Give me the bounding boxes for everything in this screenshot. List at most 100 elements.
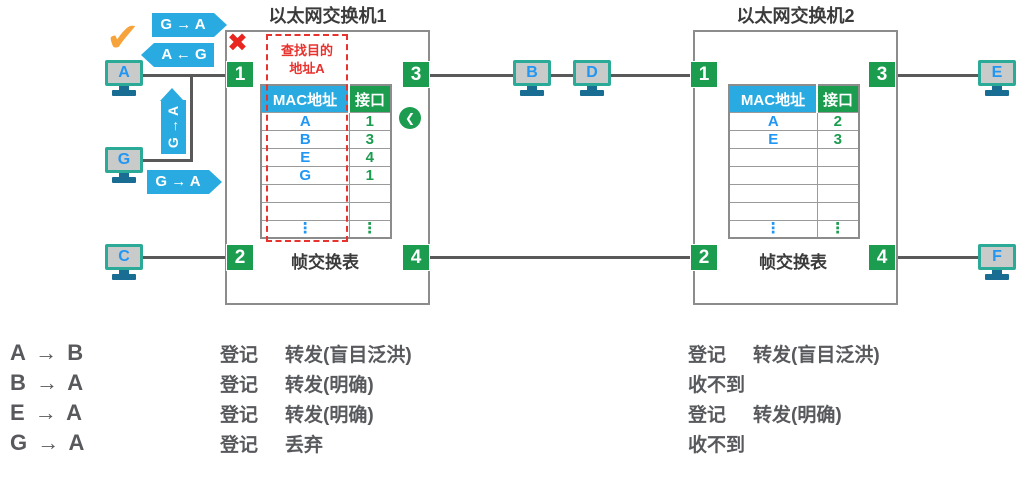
monitor-stand: [992, 86, 1002, 90]
check-icon: ✔: [106, 16, 140, 60]
host-e-label: E: [978, 60, 1016, 86]
host-g: G: [105, 147, 143, 183]
switch2-port-4: 4: [868, 244, 896, 271]
link-hostc-switch1-port2: [140, 256, 228, 259]
table-row: [260, 184, 392, 203]
switch1-result: 登记转发(明确): [220, 375, 374, 396]
table-row: [260, 202, 392, 221]
result-row: G → A 登记丢弃 收不到: [0, 430, 1031, 456]
arrowhead-left-icon: [141, 43, 154, 67]
switch2-port-2: 2: [690, 244, 718, 271]
switch1-port-3: 3: [402, 61, 430, 88]
monitor-stand: [992, 270, 1002, 274]
host-a: A: [105, 60, 143, 96]
host-f-label: F: [978, 244, 1016, 270]
host-e: E: [978, 60, 1016, 96]
result-row: A → B 登记转发(盲目泛洪) 登记转发(盲目泛洪): [0, 340, 1031, 366]
table-row: [728, 148, 860, 167]
host-d-label: D: [573, 60, 611, 86]
link-switch1-port3-switch2-port1: [429, 74, 694, 77]
switch1-port-1: 1: [226, 61, 254, 88]
link-switch2-port4-hostf: [896, 256, 980, 259]
frame-label: G → A: [165, 105, 182, 149]
flow-g-to-a: G → A: [10, 430, 87, 455]
switch2-result: 登记转发(明确): [688, 405, 842, 426]
monitor-base: [985, 90, 1009, 96]
switch1-result: 登记丢弃: [220, 435, 324, 456]
switch1-mac-column-header: MAC地址: [261, 85, 350, 113]
frame-label: G → A: [152, 13, 214, 37]
lookup-note-line2: 地址A: [289, 60, 325, 76]
lookup-pointer-icon: ❮: [399, 107, 421, 129]
link-hosta-switch1-port1: [140, 74, 228, 77]
cross-icon: ✖: [227, 29, 248, 57]
frame-g-to-a-into-switch-arrow: G → A: [152, 13, 227, 37]
result-row: B → A 登记转发(明确) 收不到: [0, 370, 1031, 396]
frame-a-from-g-reply-arrow: A ← G: [141, 43, 214, 67]
switch1-title: 以太网交换机1: [268, 6, 387, 26]
host-d: D: [573, 60, 611, 96]
monitor-base: [985, 274, 1009, 280]
switch1-result: 登记转发(盲目泛洪): [220, 345, 412, 366]
flow-b-to-a: B → A: [10, 370, 86, 395]
monitor-base: [112, 90, 136, 96]
host-f: F: [978, 244, 1016, 280]
monitor-base: [520, 90, 544, 96]
switch1-table-label: 帧交换表: [291, 253, 359, 272]
host-g-label: G: [105, 147, 143, 173]
switch2-result: 收不到: [688, 435, 746, 456]
switch2-result: 收不到: [688, 375, 746, 396]
switch2-title: 以太网交换机2: [736, 6, 855, 26]
monitor-stand: [587, 86, 597, 90]
frame-g-to-a-vertical-arrow: G → A: [161, 100, 186, 154]
lookup-note-line1: 查找目的: [280, 43, 333, 58]
switch2-result: 登记转发(盲目泛洪): [688, 345, 880, 366]
table-row: [728, 184, 860, 203]
table-row: [728, 202, 860, 221]
switch1-result: 登记转发(明确): [220, 405, 374, 426]
switch2-table-label: 帧交换表: [759, 253, 827, 272]
switch2-mac-column-header: MAC地址: [729, 85, 818, 113]
host-c-label: C: [105, 244, 143, 270]
monitor-stand: [119, 173, 129, 177]
table-row-ellipsis: ⋮⋮: [728, 220, 860, 239]
switch2-port-column-header: 接口: [817, 85, 859, 113]
frame-g-to-a-from-host-arrow: G → A: [147, 170, 222, 194]
monitor-stand: [527, 86, 537, 90]
link-switch1-port4-switch2-port2: [429, 256, 694, 259]
host-a-label: A: [105, 60, 143, 86]
flow-a-to-b: A → B: [10, 340, 86, 365]
switch2-port-3: 3: [868, 61, 896, 88]
host-b-label: B: [513, 60, 551, 86]
link-hostg-elbow-vertical: [190, 74, 193, 162]
frame-label: G → A: [147, 170, 209, 194]
switch1-port-4: 4: [402, 244, 430, 271]
monitor-stand: [119, 270, 129, 274]
host-b: B: [513, 60, 551, 96]
arrowhead-right-icon: [209, 170, 222, 194]
lookup-destination-note: 查找目的 地址A: [266, 34, 348, 242]
switch1-port-column-header: 接口: [349, 85, 391, 113]
link-switch2-port3-hoste: [896, 74, 980, 77]
monitor-stand: [119, 86, 129, 90]
flow-e-to-a: E → A: [10, 400, 84, 425]
arrowhead-right-icon: [214, 13, 227, 37]
frame-label: A ← G: [154, 43, 214, 67]
result-row: E → A 登记转发(明确) 登记转发(明确): [0, 400, 1031, 426]
switch2-port-1: 1: [690, 61, 718, 88]
table-row-ellipsis: ⋮⋮: [260, 220, 392, 239]
arrowhead-up-icon: [160, 88, 184, 101]
monitor-base: [112, 177, 136, 183]
monitor-base: [580, 90, 604, 96]
host-c: C: [105, 244, 143, 280]
table-row: [728, 166, 860, 185]
switch1-port-2: 2: [226, 244, 254, 271]
monitor-base: [112, 274, 136, 280]
